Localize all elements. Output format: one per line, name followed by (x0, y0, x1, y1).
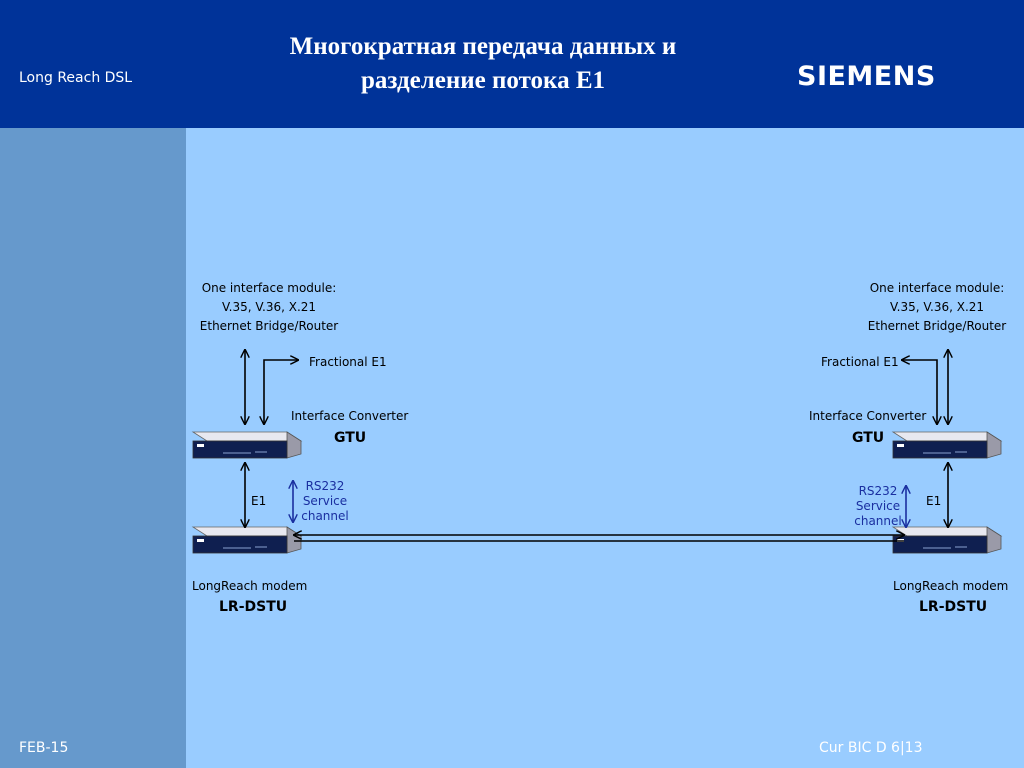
left-lr-dstu-device-icon (192, 526, 302, 554)
title-line-1: Многократная передача данных и (289, 33, 677, 60)
right-module-line-1: One interface module: (869, 281, 1005, 295)
left-fractional-e1-arrow (264, 360, 298, 424)
right-module-line-3: Ethernet Bridge/Router (867, 319, 1007, 333)
right-service-line-2: Service (855, 499, 901, 513)
left-module-line-2: V.35, V.36, X.21 (221, 300, 317, 314)
left-e1-label: E1 (251, 494, 267, 508)
right-service-line-3: channel (854, 514, 902, 528)
slide-title: Многократная передача данных и разделени… (213, 30, 753, 98)
title-line-2: разделение потока E1 (361, 67, 605, 94)
right-converter-label: Interface Converter (809, 409, 927, 423)
left-gtu-name: GTU (334, 430, 367, 446)
left-service-line-3: channel (301, 509, 349, 523)
right-module-label: One interface module: V.35, V.36, X.21 E… (857, 279, 1017, 336)
left-module-line-3: Ethernet Bridge/Router (199, 319, 339, 333)
header-bar (0, 0, 1024, 128)
right-modem-label: LongReach modem (893, 579, 1009, 593)
product-name: Long Reach DSL (19, 70, 133, 86)
right-service-line-1: RS232 (858, 484, 898, 498)
right-fractional-e1-arrow (902, 360, 937, 424)
left-module-line-1: One interface module: (201, 281, 337, 295)
right-gtu-name: GTU (852, 430, 885, 446)
left-converter-label: Interface Converter (291, 409, 409, 423)
sidebar-panel (0, 128, 186, 768)
footer-date: FEB-15 (19, 740, 69, 756)
left-service-line-1: RS232 (305, 479, 345, 493)
right-fractional-e1-label: Fractional E1 (821, 355, 899, 369)
left-gtu-device-icon (192, 431, 302, 459)
left-modem-name: LR-DSTU (219, 599, 288, 615)
footer-page-ref: Cur BIC D 6|13 (819, 740, 923, 756)
right-e1-label: E1 (926, 494, 942, 508)
right-lr-dstu-device-icon (892, 526, 1002, 554)
right-gtu-device-icon (892, 431, 1002, 459)
siemens-logo: SIEMENS (797, 61, 936, 92)
left-module-label: One interface module: V.35, V.36, X.21 E… (189, 279, 349, 336)
left-service-channel-label: RS232 Service channel (297, 479, 353, 524)
right-module-line-2: V.35, V.36, X.21 (889, 300, 985, 314)
right-modem-name: LR-DSTU (919, 599, 988, 615)
left-fractional-e1-label: Fractional E1 (309, 355, 387, 369)
left-modem-label: LongReach modem (192, 579, 308, 593)
left-service-line-2: Service (302, 494, 348, 508)
right-service-channel-label: RS232 Service channel (850, 484, 906, 529)
